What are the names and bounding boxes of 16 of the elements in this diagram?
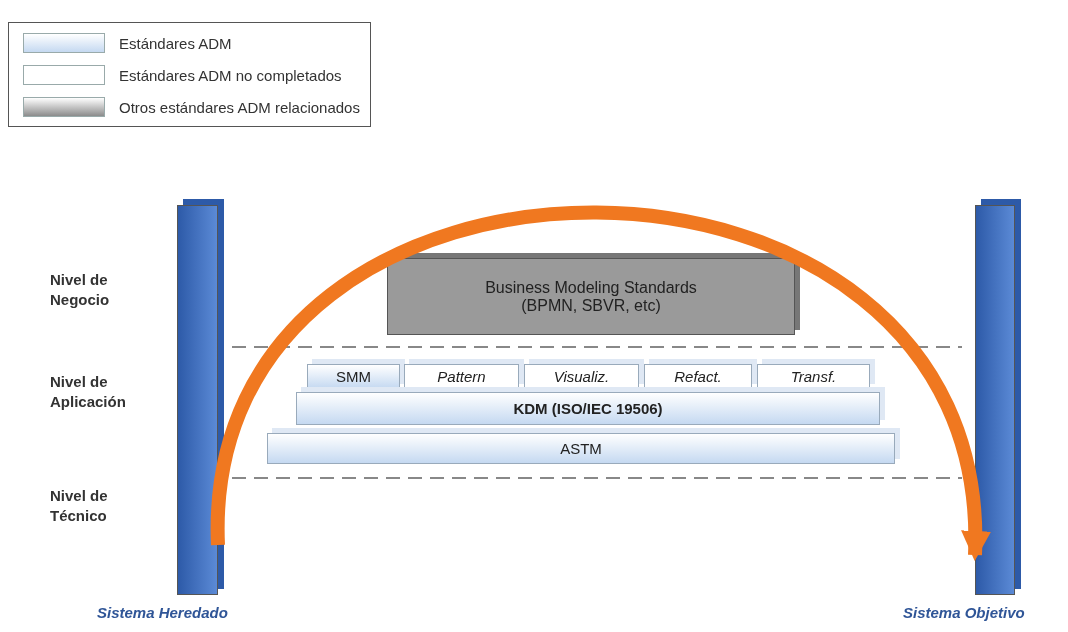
block-text: Pattern (437, 368, 486, 385)
block-text: KDM (ISO/IEC 19506) (513, 400, 663, 417)
legend-text: Estándares ADM no completados (119, 66, 342, 84)
block-text: ASTM (560, 440, 602, 457)
legend-text: Estándares ADM (119, 34, 232, 52)
block-text: Business Modeling Standards (BPMN, SBVR, etc) (484, 278, 698, 315)
level-label: Nivel de Técnico (50, 486, 109, 526)
block-text: Transf. (790, 368, 837, 385)
block-text: Visualiz. (553, 368, 610, 385)
legend-text: Otros estándares ADM relacionados (119, 98, 360, 116)
block-text: SMM (336, 368, 371, 385)
block-text: Refact. (674, 368, 722, 385)
system-caption: Sistema Objetivo (903, 604, 1025, 621)
system-caption: Sistema Heredado (97, 604, 228, 621)
level-label: Nivel de Negocio (50, 270, 111, 310)
level-label: Nivel de Aplicación (50, 372, 127, 412)
